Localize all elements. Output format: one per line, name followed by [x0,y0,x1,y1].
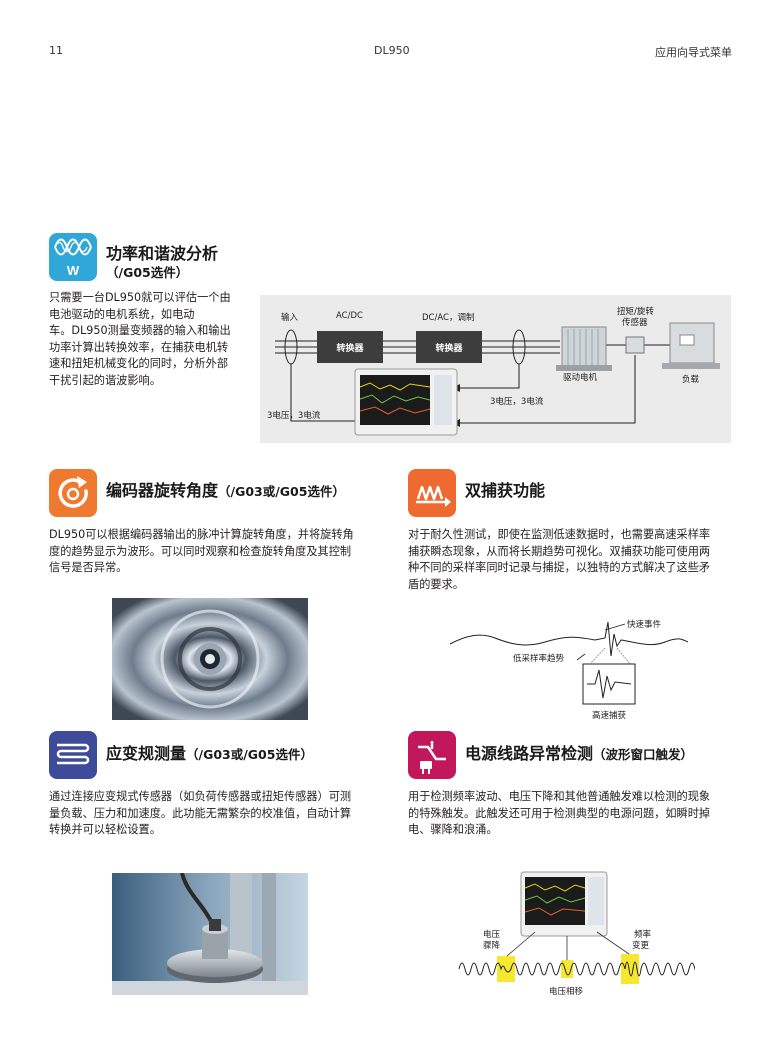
section-name: 应用向导式菜单 [655,46,732,59]
strain-sensor-photo [112,873,308,995]
diagram-torque-label: 扭矩/旋转 [617,307,654,317]
power-title: 功率和谐波分析 [106,244,219,263]
fast-event-label: 快速事件 [627,620,662,630]
strain-gauge-icon [49,731,97,779]
diagram-acdc-label: AC/DC [336,311,363,321]
powerline-anomaly-diagram: 电压 骤降 频率 变更 电压相移 [455,870,695,1000]
frequency-change-label-2: 变更 [632,941,650,951]
encoder-title: 编码器旋转角度 [106,481,219,500]
encoder-photo [112,598,308,720]
page-number: 11 [49,44,63,57]
diagram-load-label: 负载 [682,375,700,385]
frequency-change-label-1: 频率 [634,930,652,940]
diagram-measure-label-1: 3电压，3电流 [267,411,321,421]
power-icon-letter: W [67,263,80,278]
dual-description: 对于耐久性测试，即使在监测低速数据时，也需要高速采样率捕获瞬态现象，从而将长期趋… [408,528,711,591]
voltage-dip-label-1: 电压 [483,930,501,940]
dual-capture-diagram: 快速事件 低采样率趋势 高速捕获 [445,612,690,724]
diagram-input-label: 输入 [281,313,299,323]
power-system-diagram: 输入 AC/DC DC/AC，调制 转换器 转换器 扭矩/旋转 传感器 驱动电机… [260,295,731,443]
voltage-phase-shift-label: 电压相移 [549,987,584,997]
power-wave-icon: W [49,233,97,281]
strain-option: （/G03或/G05选件） [186,747,313,762]
converter-block-2: 转换器 [416,331,482,363]
dual-capture-icon [408,469,456,517]
powerline-description: 用于检测频率波动、电压下降和其他普通触发难以检测的现象的特殊触发。此触发还可用于… [408,790,711,836]
strain-title: 应变规测量 [106,744,187,763]
fast-capture-label: 高速捕获 [592,711,627,721]
strain-description: 通过连接应变规式传感器（如负荷传感器或扭矩传感器）可测量负载、压力和加速度。此功… [49,790,352,836]
diagram-dcac-label: DC/AC，调制 [422,313,475,323]
voltage-dip-label-2: 骤降 [483,941,501,951]
encoder-option: （/G03或/G05选件） [218,484,345,499]
powerline-title: 电源线路异常检测 [465,744,594,763]
diagram-measure-label-2: 3电压，3电流 [490,397,544,407]
converter-block-1: 转换器 [317,331,383,363]
power-description: 只需要一台DL950就可以评估一个由电池驱动的电机系统，如电动车。DL950测量… [49,291,231,387]
powerline-option: （波形窗口触发） [593,747,694,762]
encoder-description: DL950可以根据编码器输出的脉冲计算旋转角度，并将旋转角度的趋势显示为波形。可… [49,528,354,574]
slow-trend-label: 低采样率趋势 [513,654,565,664]
power-line-plug-icon [408,731,456,779]
power-option: （/G05选件） [106,265,189,280]
encoder-rotation-icon [49,469,97,517]
model-name: DL950 [374,44,410,57]
diagram-motor-label: 驱动电机 [563,373,598,383]
dual-title: 双捕获功能 [465,481,546,500]
diagram-sensor-label: 传感器 [622,318,648,328]
